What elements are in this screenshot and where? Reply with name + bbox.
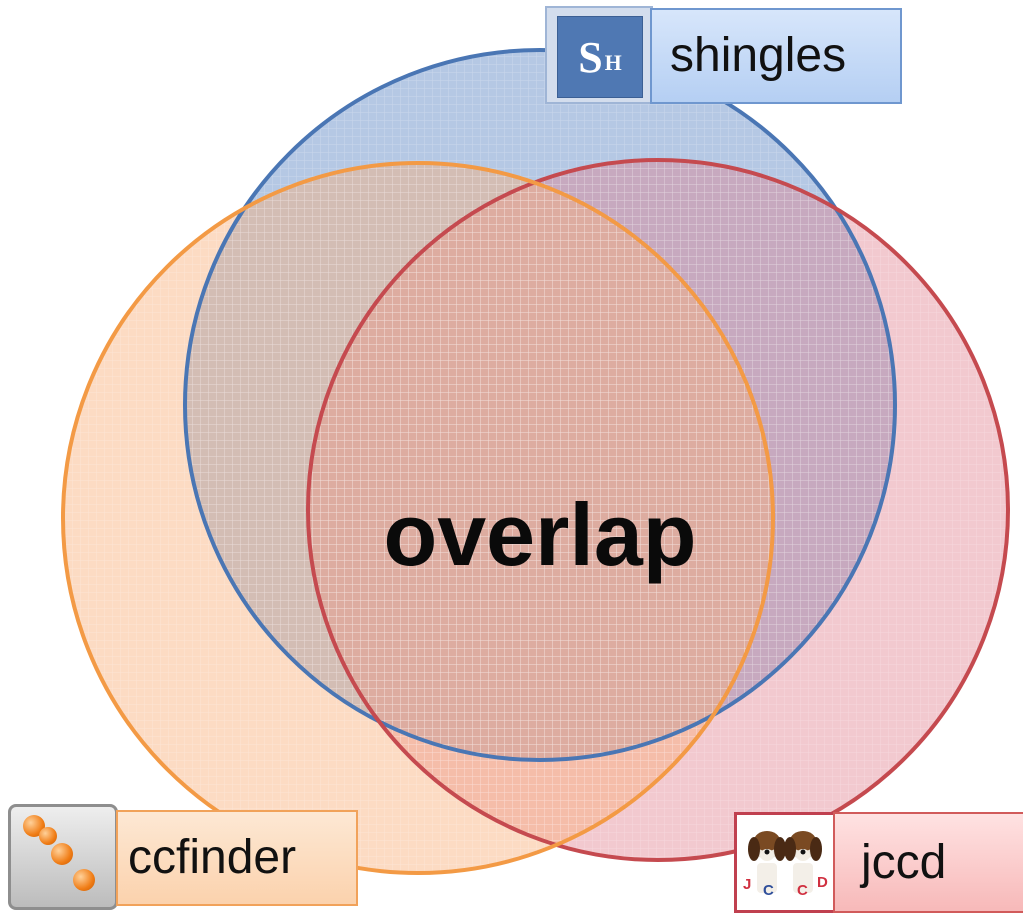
jccd-label: jccd [861,835,947,889]
shingles-label: shingles [670,29,847,82]
jccd-icon-letter-j: J [743,876,751,893]
jccd-icon-letter-c1: C [763,882,774,899]
jccd-beagle-logo-icon: J C C D [734,812,836,913]
jccd-icon-letter-d: D [817,874,828,891]
ccfinder-label: ccfinder [128,831,297,884]
ccfinder-logo-icon [8,804,118,910]
ccfinder-label-box: ccfinder [116,810,358,906]
jccd-label-box: jccd [833,812,1023,913]
overlap-label: overlap [383,485,697,584]
shingles-label-box: shingles [650,8,902,104]
jccd-circle-outline [306,158,1010,862]
jccd-icon-letter-c2: C [797,882,808,899]
ccfinder-circle-outline [61,161,775,875]
shingles-circle-outline [183,48,897,762]
